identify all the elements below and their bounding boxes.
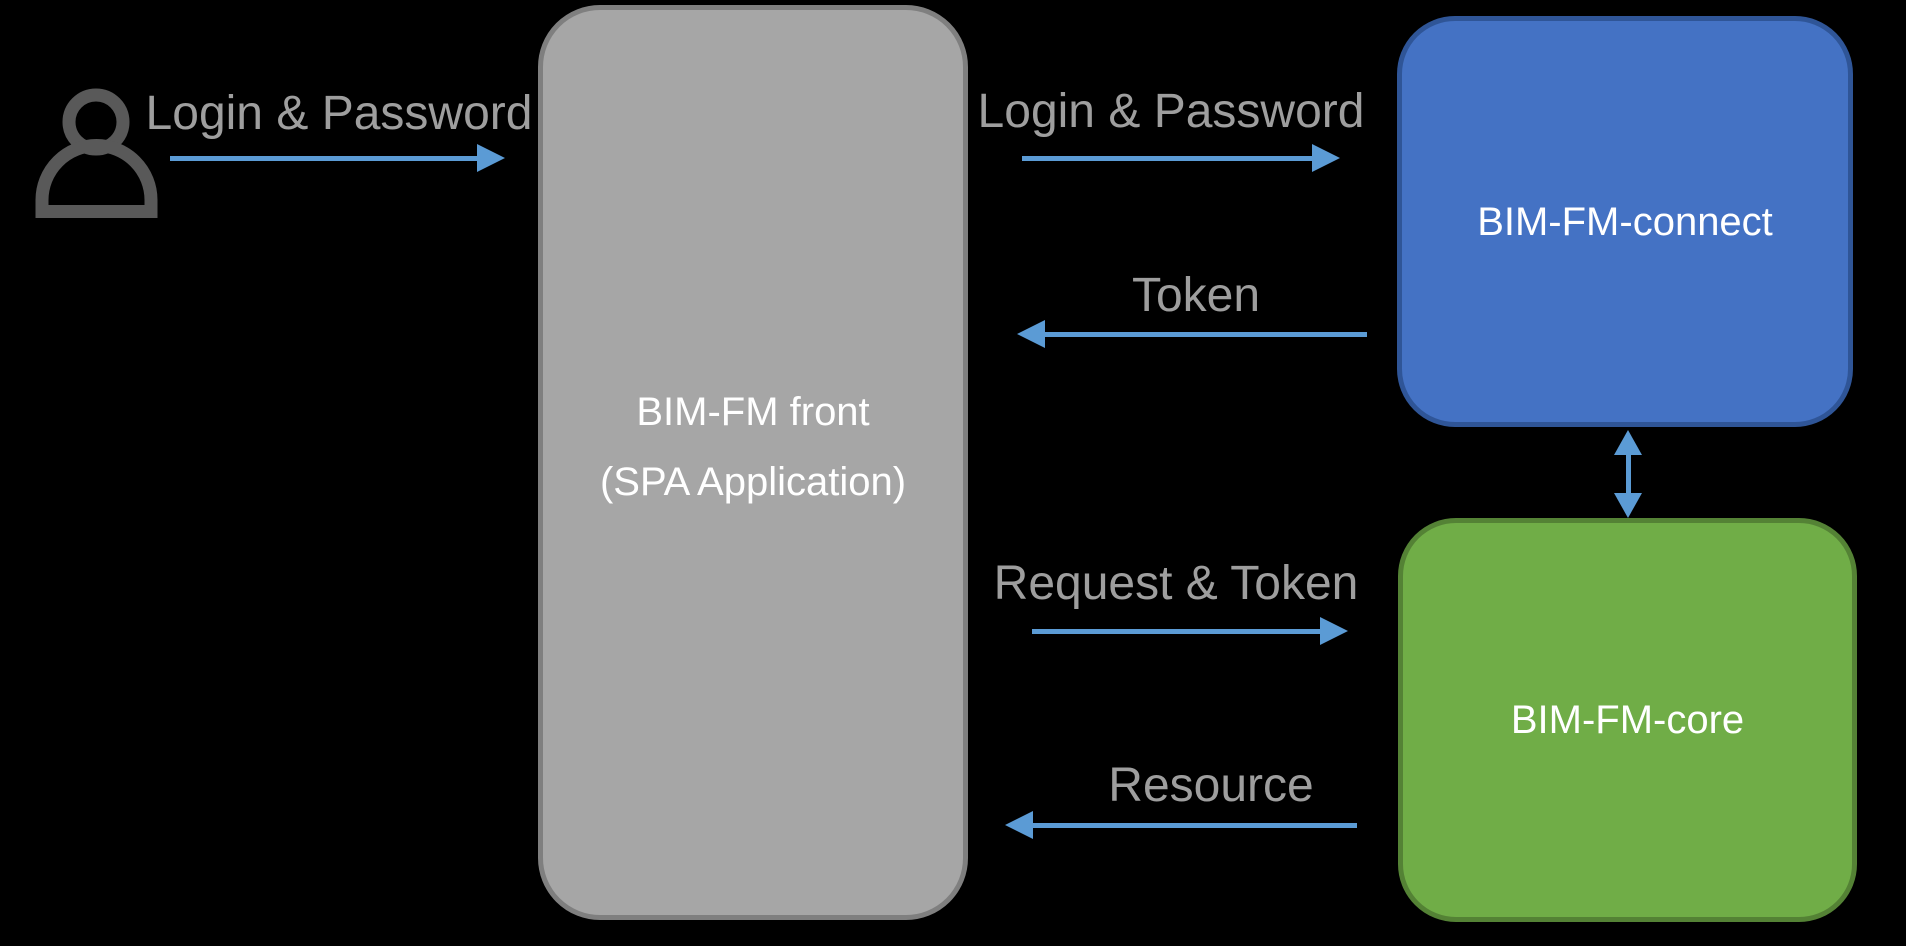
node-front-title: BIM-FM front	[636, 390, 870, 434]
person-body	[35, 139, 158, 218]
arrow-shaft	[1044, 332, 1367, 337]
arrow-head-down-icon	[1614, 493, 1642, 518]
arrow-shaft	[1032, 629, 1321, 634]
node-bim-fm-core: BIM-FM-core	[1398, 518, 1857, 922]
arrow-head-up-icon	[1614, 430, 1642, 455]
node-core-title: BIM-FM-core	[1510, 698, 1745, 742]
arrow-head-right-icon	[1320, 617, 1348, 645]
arrow-head-right-icon	[477, 144, 505, 172]
node-bim-fm-connect: BIM-FM-connect	[1397, 16, 1853, 427]
person-icon	[35, 88, 158, 218]
node-bim-fm-front: BIM-FM front (SPA Application)	[538, 5, 968, 920]
edge-label-token: Token	[1131, 269, 1261, 322]
node-connect-title: BIM-FM-connect	[1477, 199, 1773, 244]
arrow-shaft	[1032, 823, 1357, 828]
arrow-head-left-icon	[1005, 811, 1033, 839]
arrow-shaft	[1626, 453, 1631, 494]
arrow-head-left-icon	[1017, 320, 1045, 348]
edge-label-login-password-front: Login & Password	[977, 85, 1365, 138]
arrow-shaft	[170, 156, 478, 161]
edge-label-login-password-user: Login & Password	[145, 87, 533, 140]
arrow-head-right-icon	[1312, 144, 1340, 172]
edge-label-resource: Resource	[1108, 759, 1314, 812]
edge-label-request-token: Request & Token	[993, 557, 1359, 610]
node-front-subtitle: (SPA Application)	[599, 460, 907, 504]
arrow-shaft	[1022, 156, 1313, 161]
